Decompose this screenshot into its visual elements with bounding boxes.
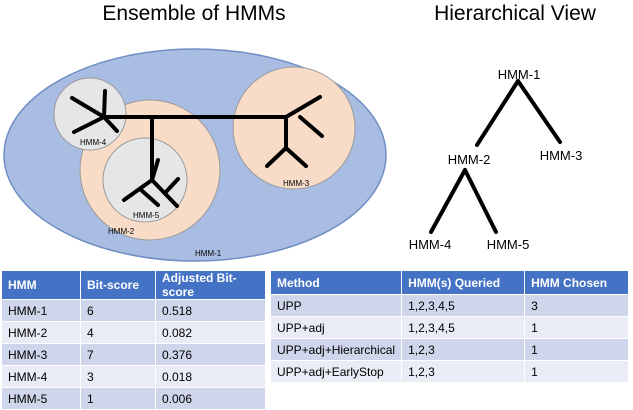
tree-branch [138, 187, 160, 207]
hierarchy-title: Hierarchical View [434, 2, 596, 25]
tree-branch [102, 89, 107, 119]
hmm-2-label: HMM-2 [108, 227, 135, 236]
cell: 6 [80, 299, 156, 322]
hmm-4-label: HMM-4 [80, 138, 107, 147]
col-header-adjusted-bit-score: Adjusted Bit-score [155, 270, 266, 300]
cell: 0.006 [155, 387, 266, 410]
cell: 1 [80, 387, 156, 410]
table-header-row: Method HMM(s) Queried HMM Chosen [269, 270, 629, 295]
table-row: HMM-5 1 0.006 [1, 387, 266, 410]
col-header-hmm-chosen: HMM Chosen [524, 270, 629, 295]
hier-edge-root-mid [475, 79, 520, 147]
method-table: Method HMM(s) Queried HMM Chosen UPP 1,2… [269, 270, 629, 383]
hmm-3-label: HMM-3 [283, 179, 310, 188]
cell: 1 [524, 338, 629, 361]
cell: 0.018 [155, 365, 266, 388]
hier-node-hmm-4: HMM-4 [409, 237, 452, 252]
cell: HMM-1 [1, 299, 81, 322]
table-row: UPP+adj+EarlyStop 1,2,3 1 [269, 360, 629, 383]
cell: 0.518 [155, 299, 266, 322]
hmm-diagram: HMM-4 HMM-5 HMM-2 HMM-3 HMM-1 HMM-1 HMM-… [3, 48, 583, 262]
tree-branch [72, 115, 106, 134]
tree-branch [163, 177, 180, 195]
tree-branch [284, 146, 308, 168]
tree-branch [102, 115, 119, 133]
table-header-row: HMM Bit-score Adjusted Bit-score [1, 270, 266, 300]
hier-edge-mid-leaf-left [429, 168, 467, 234]
table-row: HMM-3 7 0.376 [1, 343, 266, 366]
cell: 4 [80, 321, 156, 344]
cell: HMM-5 [1, 387, 81, 410]
cell: 1 [524, 316, 629, 339]
ensemble-title: Ensemble of HMMs [102, 2, 286, 25]
cell: UPP+adj+Hierarchical [269, 338, 403, 361]
cell: 3 [80, 365, 156, 388]
hmm-1-label: HMM-1 [195, 249, 222, 258]
cell: 1,2,3,4,5 [401, 294, 526, 317]
tree-branch [122, 178, 154, 202]
bit-score-table: HMM Bit-score Adjusted Bit-score HMM-1 6… [1, 270, 266, 410]
ensemble-tree [70, 89, 324, 208]
cell: 0.082 [155, 321, 266, 344]
tree-branch [284, 95, 322, 119]
hier-edge-root-right [516, 79, 562, 144]
cell: HMM-4 [1, 365, 81, 388]
hier-edge-mid-leaf-right [463, 168, 498, 234]
hier-node-hmm-2: HMM-2 [448, 152, 491, 167]
cell: 3 [524, 294, 629, 317]
tree-branch [70, 96, 106, 119]
table-row: UPP+adj+Hierarchical 1,2,3 1 [269, 338, 629, 361]
cell: HMM-2 [1, 321, 81, 344]
table-row: UPP 1,2,3,4,5 3 [269, 294, 629, 317]
hierarchy-tree [429, 79, 562, 234]
cell: 0.376 [155, 343, 266, 366]
hmm-3-region [232, 66, 356, 190]
col-header-hmm: HMM [1, 270, 81, 300]
cell: 7 [80, 343, 156, 366]
cell: 1,2,3,4,5 [401, 316, 526, 339]
col-header-bit-score: Bit-score [80, 270, 156, 300]
cell: UPP+adj+EarlyStop [269, 360, 403, 383]
tree-branch [298, 115, 324, 138]
cell: 1,2,3 [401, 360, 526, 383]
cell: HMM-3 [1, 343, 81, 366]
table-row: HMM-2 4 0.082 [1, 321, 266, 344]
tree-branch [265, 146, 288, 168]
hier-node-hmm-5: HMM-5 [487, 237, 530, 252]
cell: 1,2,3 [401, 338, 526, 361]
cell: UPP+adj [269, 316, 403, 339]
table-row: UPP+adj 1,2,3,4,5 1 [269, 316, 629, 339]
table-row: HMM-4 3 0.018 [1, 365, 266, 388]
col-header-hmms-queried: HMM(s) Queried [401, 270, 526, 295]
cell: UPP [269, 294, 403, 317]
tree-branch [150, 158, 160, 182]
hier-node-hmm-1: HMM-1 [498, 67, 541, 82]
col-header-method: Method [269, 270, 403, 295]
hmm-5-label: HMM-5 [133, 211, 160, 220]
table-row: HMM-1 6 0.518 [1, 299, 266, 322]
hier-node-hmm-3: HMM-3 [540, 148, 583, 163]
cell: 1 [524, 360, 629, 383]
